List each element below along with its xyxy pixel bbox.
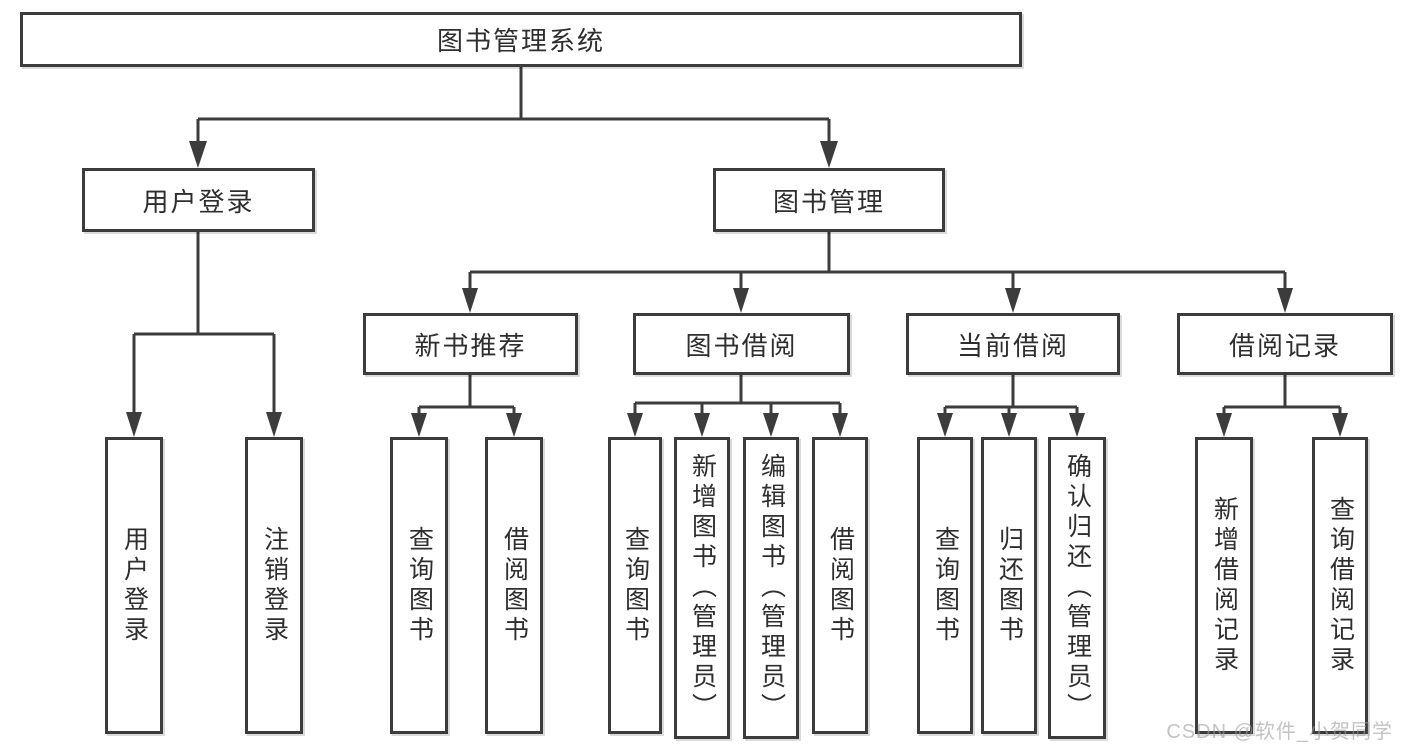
arrow-down-icon [462,288,478,313]
node-root-label: 图书管理系统 [436,26,605,56]
arrow-down-icon [832,413,848,437]
leaf-current-return-books-label: 归还图书 [995,525,1024,646]
node-book-mgmt-label: 图书管理 [772,186,885,217]
leaf-borrow-query-books: 查询图书 [608,437,662,734]
node-new-books-label: 新书推荐 [414,330,527,361]
leaf-records-query-record: 查询借阅记录 [1312,437,1368,734]
arrowheads [126,141,1348,437]
leaf-newbooks-query-books: 查询图书 [390,437,448,734]
arrow-down-icon [1005,288,1021,313]
leaf-newbooks-borrow-books-label: 借阅图书 [500,525,529,646]
leaf-records-query-record-label: 查询借阅记录 [1326,495,1355,676]
leaf-borrow-add-books-admin-label: 新增图书（管理员） [688,453,717,723]
leaf-borrow-borrow-books: 借阅图书 [812,437,868,734]
branch-new-books [417,375,516,415]
node-borrow-records: 借阅记录 [1177,313,1393,375]
node-user-login-label: 用户登录 [142,186,255,217]
leaf-records-add-record: 新增借阅记录 [1195,437,1253,734]
branch-book-mgmt [468,232,1287,291]
arrow-down-icon [1069,413,1085,437]
arrow-down-icon [506,413,522,437]
arrow-down-icon [266,412,282,437]
arrow-down-icon [763,413,779,437]
leaf-logout-label: 注销登录 [260,525,289,646]
branch-borrow-records [1222,375,1342,415]
node-new-books: 新书推荐 [363,313,578,375]
leaf-borrow-add-books-admin: 新增图书（管理员） [674,437,730,739]
arrow-down-icon [189,141,207,168]
node-book-borrow-label: 图书借阅 [685,330,798,361]
node-root: 图书管理系统 [20,12,1022,67]
watermark: CSDN @软件_小贺同学 [1166,721,1393,743]
arrow-down-icon [411,413,427,437]
leaf-borrow-edit-books-admin: 编辑图书（管理员） [743,437,799,739]
branch-user-login [132,232,276,415]
arrow-down-icon [627,413,643,437]
leaf-current-query-books: 查询图书 [917,437,973,734]
leaf-records-add-record-label: 新增借阅记录 [1210,495,1239,676]
arrow-down-icon [937,413,953,437]
leaf-newbooks-borrow-books: 借阅图书 [485,437,543,734]
node-book-mgmt: 图书管理 [713,168,945,232]
leaf-user-login: 用户登录 [105,437,163,734]
leaf-user-login-label: 用户登录 [120,525,149,646]
leaf-current-confirm-return-admin-label: 确认归还（管理员） [1063,453,1092,723]
branch-current-borrow [943,375,1079,415]
leaf-borrow-borrow-books-label: 借阅图书 [826,525,855,646]
node-book-borrow: 图书借阅 [633,313,850,375]
arrow-down-icon [694,413,710,437]
branch-root [196,67,831,146]
arrow-down-icon [126,412,142,437]
leaf-borrow-query-books-label: 查询图书 [621,525,650,646]
arrow-down-icon [1216,413,1232,437]
node-current-borrow-label: 当前借阅 [956,330,1069,361]
leaf-current-query-books-label: 查询图书 [931,525,960,646]
leaf-current-confirm-return-admin: 确认归还（管理员） [1048,437,1106,739]
branch-book-borrow [633,375,842,415]
arrow-down-icon [1277,288,1293,313]
leaf-current-return-books: 归还图书 [981,437,1037,734]
arrow-down-icon [1001,413,1017,437]
leaf-logout: 注销登录 [245,437,303,734]
arrow-down-icon [1332,413,1348,437]
leaf-borrow-edit-books-admin-label: 编辑图书（管理员） [757,453,786,723]
node-borrow-records-label: 借阅记录 [1228,330,1341,361]
node-current-borrow: 当前借阅 [906,313,1120,375]
leaf-newbooks-query-books-label: 查询图书 [405,525,434,646]
arrow-down-icon [820,141,838,168]
arrow-down-icon [733,288,749,313]
node-user-login: 用户登录 [82,168,315,232]
